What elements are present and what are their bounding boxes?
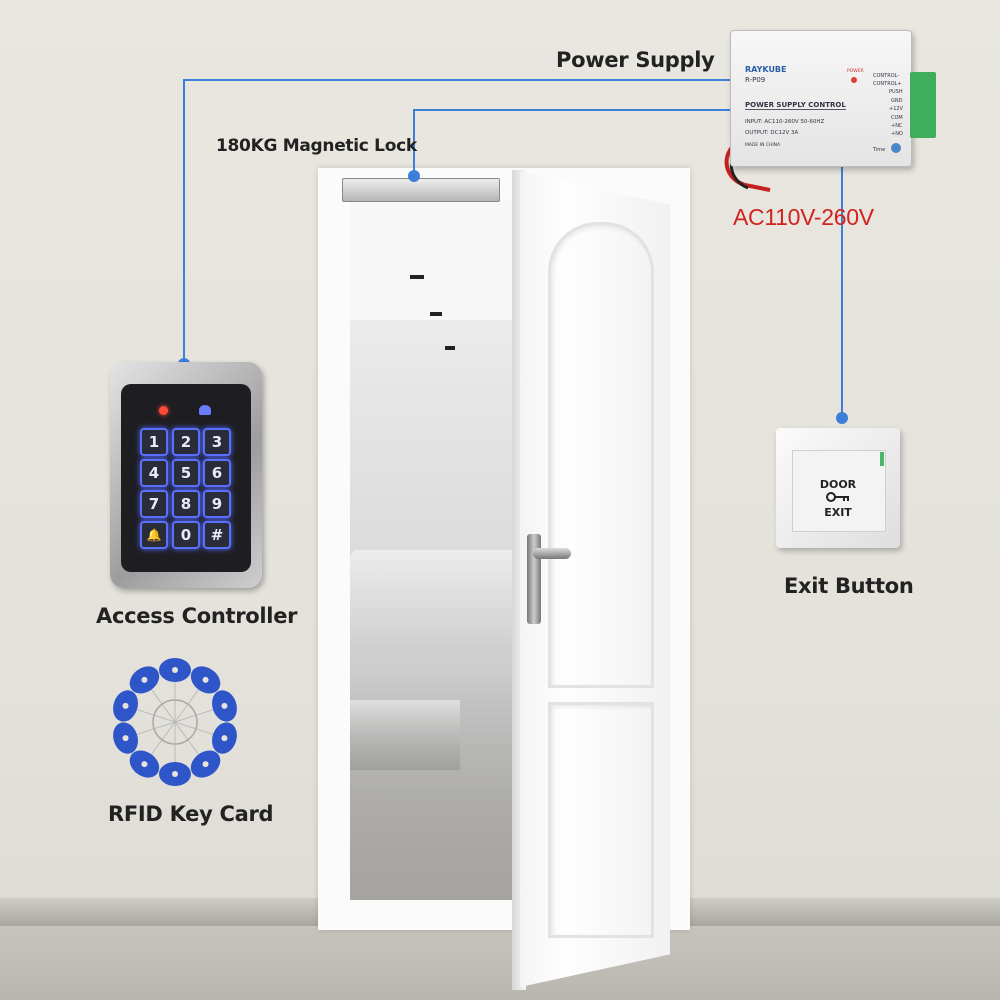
psu-input: INPUT: AC110-260V 50-60HZ xyxy=(745,119,825,125)
key-5: 5 xyxy=(172,459,200,487)
room-floor xyxy=(350,670,525,900)
psu-terminal-6: COM xyxy=(891,115,903,121)
key-4: 4 xyxy=(140,459,168,487)
key-icon xyxy=(826,492,850,502)
psu-power-led-label: POWER xyxy=(847,69,864,74)
exit-button-door-text: DOOR xyxy=(819,478,857,491)
psu-time-label: Time xyxy=(873,147,886,153)
key-9: 9 xyxy=(203,490,231,518)
ceiling-light xyxy=(445,346,455,350)
psu-terminal-5: +12V xyxy=(889,106,903,112)
room-view xyxy=(350,200,525,900)
key-bell-icon: 🔔 xyxy=(140,521,168,549)
rfid-tag-hole xyxy=(221,702,228,709)
magnetic-lock xyxy=(342,178,500,202)
psu-terminal-2: CONTROL+ xyxy=(873,81,902,87)
floor xyxy=(0,926,1000,1000)
rfid-tag-hole xyxy=(221,735,228,742)
key-1: 1 xyxy=(140,428,168,456)
door-handle xyxy=(533,548,571,559)
psu-model: R-P09 xyxy=(745,76,766,84)
psu-terminal-4: GND xyxy=(891,98,903,104)
wire-node-exit xyxy=(836,412,848,424)
key-8: 8 xyxy=(172,490,200,518)
psu-power-led xyxy=(851,77,857,83)
door-leaf xyxy=(520,172,670,987)
label-access-controller: Access Controller xyxy=(96,604,298,628)
label-magnetic-lock: 180KG Magnetic Lock xyxy=(216,136,417,156)
psu-time-knob xyxy=(891,143,901,153)
psu-made-in: MADE IN CHINA xyxy=(745,143,781,148)
door-arch-panel xyxy=(548,222,654,688)
exit-button-led xyxy=(880,452,884,466)
power-supply-box: RAYKUBE R-P09 POWER SUPPLY CONTROL INPUT… xyxy=(730,30,912,167)
sofa xyxy=(350,550,525,650)
label-exit-button: Exit Button xyxy=(784,574,914,598)
key-6: 6 xyxy=(203,459,231,487)
rfid-tag-hole xyxy=(141,761,148,768)
psu-terminal-8: +NO xyxy=(891,131,903,137)
key-hash: # xyxy=(203,521,231,549)
psu-terminal-3: PUSH xyxy=(889,89,903,95)
keypad-card-icon xyxy=(199,405,211,415)
ceiling-light xyxy=(410,275,424,279)
rfid-tag-hole xyxy=(202,676,209,683)
rfid-tag-hole xyxy=(122,735,129,742)
psu-title: POWER SUPPLY CONTROL xyxy=(745,101,846,110)
label-power-supply: Power Supply xyxy=(556,48,715,72)
rfid-tag-hole xyxy=(202,761,209,768)
rfid-tag-hole xyxy=(122,702,129,709)
label-ac-range: AC110V-260V xyxy=(733,204,874,230)
rfid-tag-hole xyxy=(172,667,178,673)
key-3: 3 xyxy=(203,428,231,456)
ceiling xyxy=(350,200,525,320)
wire-power-to-keypad xyxy=(183,79,730,364)
psu-terminal-7: +NC xyxy=(891,123,903,129)
key-0: 0 xyxy=(172,521,200,549)
door-lower-panel xyxy=(548,702,654,938)
psu-terminal-1: CONTROL- xyxy=(873,73,900,79)
rfid-tag-hole xyxy=(172,771,178,777)
label-rfid-key-card: RFID Key Card xyxy=(108,802,274,826)
key-7: 7 xyxy=(140,490,168,518)
keypad-status-led xyxy=(159,406,168,415)
psu-terminal-block xyxy=(910,72,936,138)
ceiling-light xyxy=(430,312,442,316)
wire-node-lock xyxy=(408,170,420,182)
psu-output: OUTPUT: DC12V 3A xyxy=(745,130,799,136)
key-2: 2 xyxy=(172,428,200,456)
exit-button-face xyxy=(792,450,886,532)
psu-brand: RAYKUBE xyxy=(745,65,787,74)
wire-power-to-lock xyxy=(413,109,730,176)
rfid-keyring xyxy=(152,699,198,745)
rfid-tag-hole xyxy=(141,676,148,683)
exit-button-exit-text: EXIT xyxy=(824,506,852,519)
